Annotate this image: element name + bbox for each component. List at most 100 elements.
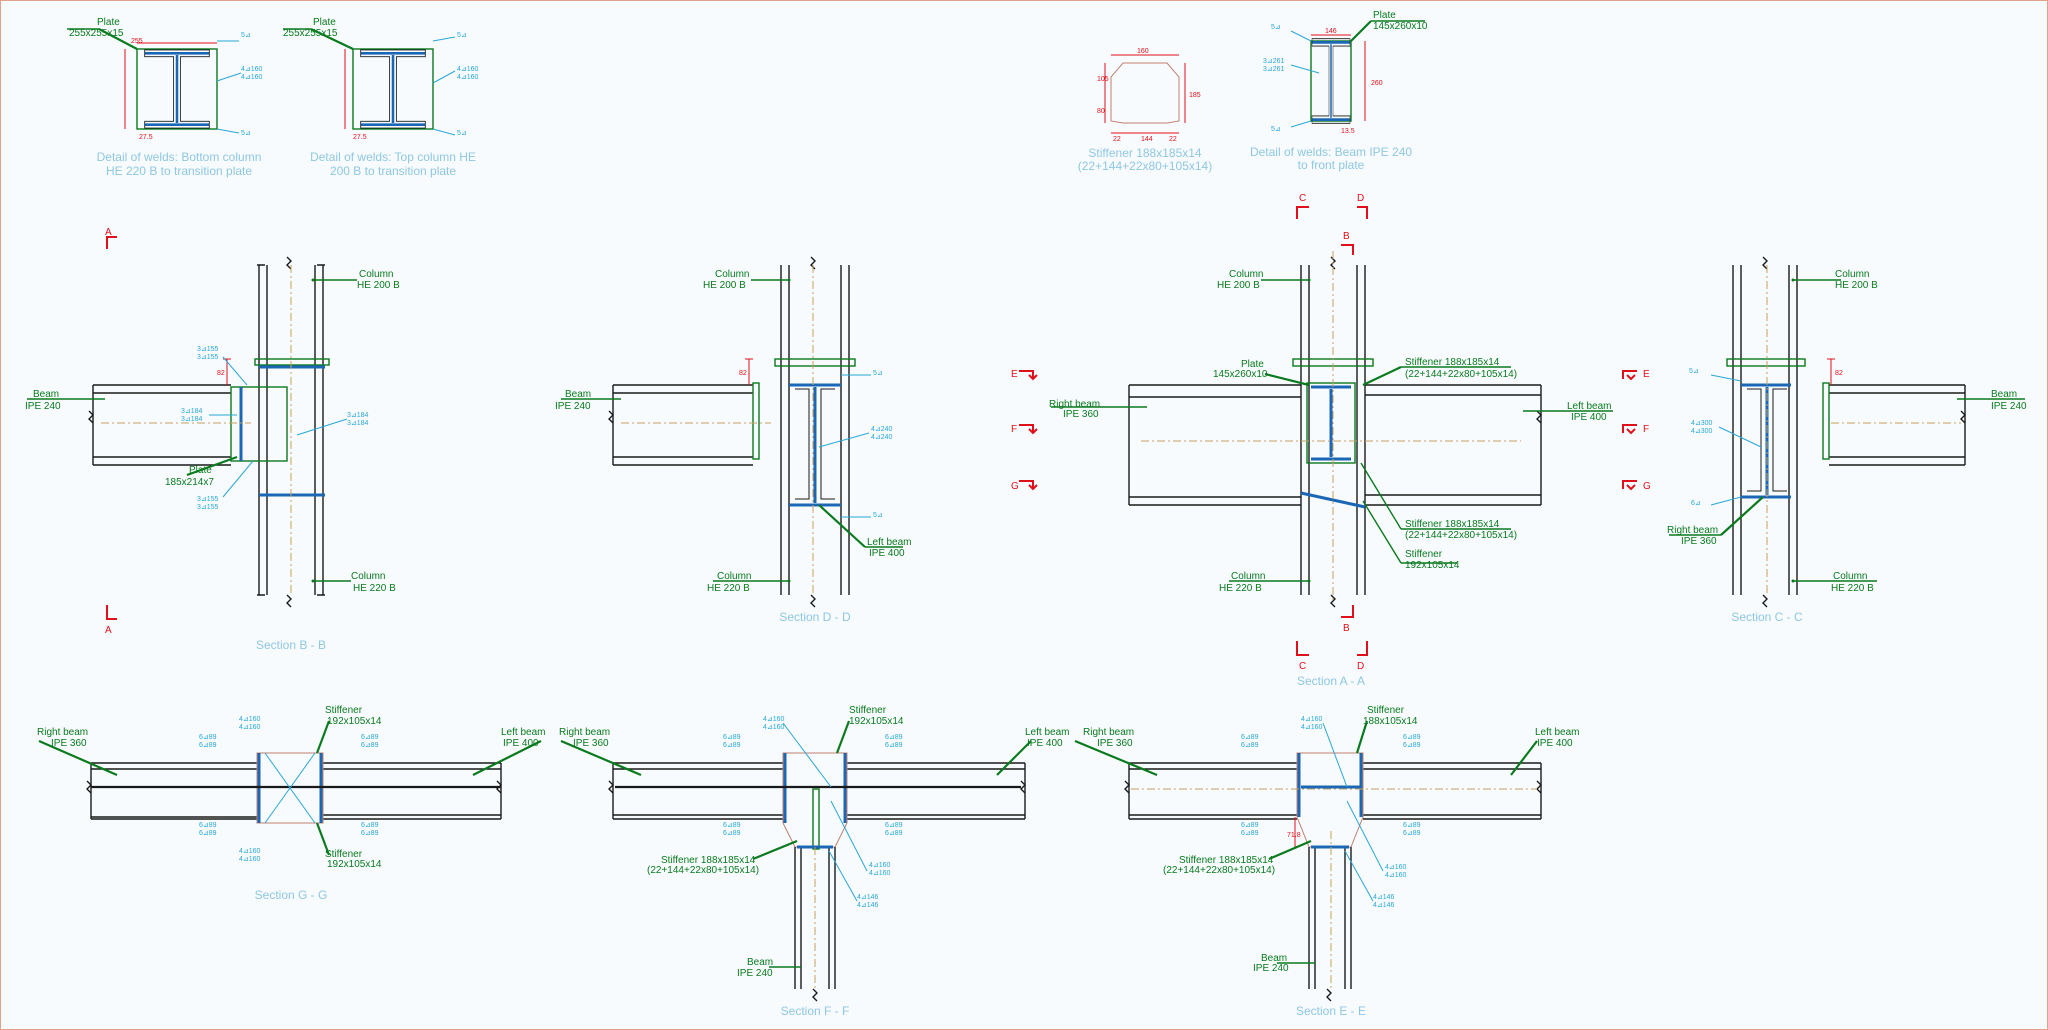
aa-col-top-label: Column: [1229, 269, 1263, 280]
cc-col-bot-label: Column: [1833, 571, 1867, 582]
dim-22a: 22: [1113, 136, 1121, 143]
dim-82-cc: 82: [1835, 370, 1843, 377]
ff-right-beam-label: Right beam: [559, 727, 610, 738]
section-mark-d-bot: D: [1357, 661, 1364, 672]
dim-275-b: 27.5: [353, 134, 367, 141]
aa-stiff-top-size: (22+144+22x80+105x14): [1405, 369, 1517, 380]
aa-stiff-bot-label: Stiffener: [1405, 549, 1443, 560]
ee-weld-89-d: 6⊿89: [1403, 742, 1421, 749]
weld4-261-a: 3⊿261: [1263, 58, 1285, 65]
ff-weld-146-a: 4⊿146: [857, 894, 879, 901]
weld4-261-b: 3⊿261: [1263, 66, 1285, 73]
section-g-g-drawing: [86, 752, 502, 824]
aa-col-top-size: HE 200 B: [1217, 280, 1260, 291]
dd-col-bot-size: HE 220 B: [707, 583, 750, 594]
ff-weld-89-h: 6⊿89: [885, 830, 903, 837]
ee-beam-label: Beam: [1261, 953, 1287, 964]
ff-stiff-top-size: 192x105x14: [849, 716, 904, 727]
bb-weld-184-a: 3⊿184: [181, 408, 203, 415]
ff-weld-89-b: 6⊿89: [723, 742, 741, 749]
detail3-title-line2: (22+144+22x80+105x14): [1078, 159, 1212, 173]
aa-right-beam-size: IPE 360: [1063, 409, 1099, 420]
ee-weld-146-b: 4⊿146: [1373, 902, 1395, 909]
section-mark-b-top: B: [1343, 231, 1350, 242]
dd-left-beam-label: Left beam: [867, 537, 911, 548]
gg-stiff-bot-size: 192x105x14: [327, 859, 382, 870]
section-mark-c-bot: C: [1299, 661, 1306, 672]
bb-weld-155-c: 3⊿155: [197, 496, 219, 503]
aa-plate-label: Plate: [1241, 359, 1264, 370]
cc-col-top-size: HE 200 B: [1835, 280, 1878, 291]
bb-beam-label: Beam: [33, 389, 59, 400]
ff-weld-89-g: 6⊿89: [885, 822, 903, 829]
bb-weld-155-d: 3⊿155: [197, 504, 219, 511]
dim-80: 80: [1097, 108, 1105, 115]
dim-22b: 22: [1169, 136, 1177, 143]
dim-185: 185: [1189, 92, 1201, 99]
ff-weld-160-d: 4⊿160: [869, 870, 891, 877]
dd-weld-5: 5⊿: [873, 370, 883, 377]
section-cut-c-top: [1296, 206, 1309, 219]
section-b-b-title: Section B - B: [256, 638, 326, 652]
dim-160: 160: [1137, 48, 1149, 55]
dim-260: 260: [1371, 80, 1383, 87]
dim-135: 13.5: [1341, 128, 1355, 135]
ee-weld-89-a: 6⊿89: [1241, 734, 1259, 741]
detail4-title-line2: to front plate: [1298, 158, 1365, 172]
gg-weld-89-h: 6⊿89: [361, 830, 379, 837]
cc-col-top-label: Column: [1835, 269, 1869, 280]
section-a-a-drawing: [1128, 251, 1542, 608]
detail2-title-line1: Detail of welds: Top column HE: [310, 150, 476, 164]
section-mark-g-right: G: [1643, 481, 1651, 492]
ee-beam-size: IPE 240: [1253, 963, 1289, 974]
detail1-title-line1: Detail of welds: Bottom column: [97, 150, 262, 164]
detail-top-column-welds: 5⊿ 4⊿160 4⊿160 5⊿ 27.5: [283, 28, 479, 141]
ee-left-beam-size: IPE 400: [1537, 738, 1573, 749]
section-mark-f-left: F: [1011, 424, 1017, 435]
gg-left-beam-label: Left beam: [501, 727, 545, 738]
gg-weld-160-d: 4⊿160: [239, 856, 261, 863]
weld2-140-b: 4⊿160: [457, 74, 479, 81]
section-c-c-drawing: 82: [1726, 256, 1966, 608]
ee-right-beam-label: Right beam: [1083, 727, 1134, 738]
ee-weld-160-a: 4⊿160: [1301, 716, 1323, 723]
section-g-g-title: Section G - G: [255, 888, 328, 902]
aa-left-beam-label: Left beam: [1567, 401, 1611, 412]
detail1-title-line2: HE 220 B to transition plate: [106, 164, 252, 178]
ff-beam-size: IPE 240: [737, 968, 773, 979]
ee-stiff-mid-label: Stiffener 188x185x14: [1179, 855, 1274, 866]
ee-weld-89-b: 6⊿89: [1241, 742, 1259, 749]
cc-right-beam-size: IPE 360: [1681, 536, 1717, 547]
dd-col-bot-label: Column: [717, 571, 751, 582]
ee-stiff-top-size: 188x105x14: [1363, 716, 1418, 727]
bb-col-top-size: HE 200 B: [357, 280, 400, 291]
gg-weld-89-f: 6⊿89: [199, 830, 217, 837]
section-cut-f-right: [1622, 424, 1637, 435]
weld-5-top: 5⊿: [241, 32, 251, 39]
detail-beam-front-plate-welds: 5⊿ 3⊿261 3⊿261 5⊿ 146 260 13.5: [1263, 20, 1425, 135]
cc-col-bot-size: HE 220 B: [1831, 583, 1874, 594]
section-mark-f-right: F: [1643, 424, 1649, 435]
section-f-f-title: Section F - F: [781, 1004, 850, 1018]
bb-beam-size: IPE 240: [25, 401, 61, 412]
plate-size-2: 255x255x15: [283, 28, 338, 39]
dd-weld-6: 5⊿: [873, 512, 883, 519]
aa-right-beam-label: Right beam: [1049, 399, 1100, 410]
aa-stiff-mid-size: (22+144+22x80+105x14): [1405, 530, 1517, 541]
ff-weld-160-b: 4⊿160: [763, 724, 785, 731]
ee-weld-160-c: 4⊿160: [1385, 864, 1407, 871]
bb-plate-size: 185x214x7: [165, 477, 214, 488]
dim-105: 105: [1097, 76, 1109, 83]
gg-stiff-top-size: 192x105x14: [327, 716, 382, 727]
section-cut-d-top: [1357, 206, 1368, 219]
aa-stiff-bot-size: 192x105x14: [1405, 560, 1460, 571]
cc-beam-size: IPE 240: [1991, 401, 2027, 412]
ff-left-beam-size: IPE 400: [1027, 738, 1063, 749]
ee-stiff-top-label: Stiffener: [1367, 705, 1405, 716]
ee-weld-146-a: 4⊿146: [1373, 894, 1395, 901]
section-e-e-drawing: 71.8: [1124, 752, 1542, 1002]
gg-weld-160-b: 4⊿160: [239, 724, 261, 731]
cc-weld-6: 6⊿: [1691, 500, 1701, 507]
section-cut-e-left: [1019, 370, 1038, 381]
